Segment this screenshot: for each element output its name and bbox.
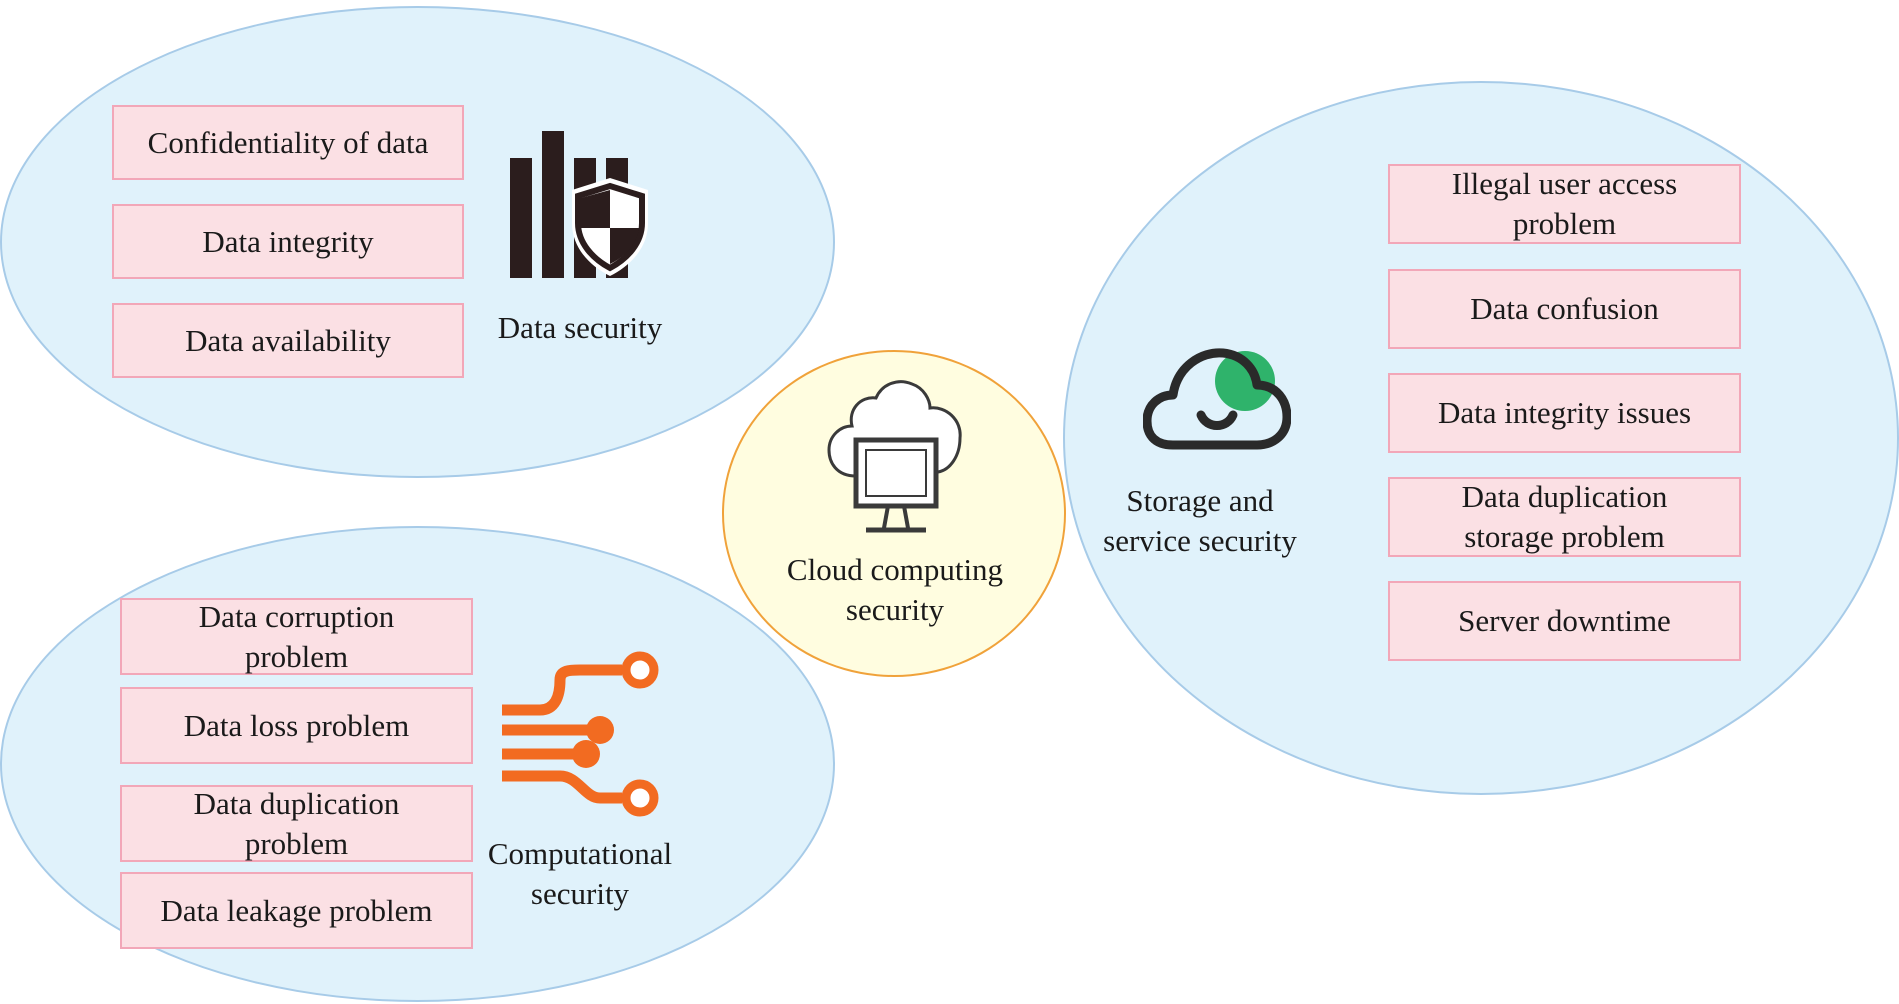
item-label: Data duplication storage problem: [1461, 479, 1668, 554]
storage-item: Data confusion: [1388, 269, 1741, 349]
circuit-icon: [502, 651, 659, 817]
item-label: Server downtime: [1458, 603, 1671, 638]
bars-shield-icon: [510, 131, 648, 278]
computational-item: Data corruption problem: [120, 598, 473, 675]
storage-security-label: Storage and service security: [1103, 483, 1297, 558]
item-label: Data integrity: [202, 223, 374, 259]
item-label: Data loss problem: [183, 707, 410, 743]
storage-item: Illegal user access problem: [1388, 164, 1741, 244]
cloud-computer-icon: [827, 380, 962, 533]
item-label: Confidentiality of data: [147, 124, 429, 160]
computational-item: Data leakage problem: [120, 872, 473, 949]
storage-item: Data integrity issues: [1388, 373, 1741, 453]
center-label: Cloud computing security: [786, 552, 1004, 627]
item-label: Data integrity issues: [1437, 395, 1692, 430]
data-security-item: Data availability: [112, 303, 464, 378]
computational-item: Data loss problem: [120, 687, 473, 764]
item-label: Data leakage problem: [160, 892, 433, 928]
cloud-icon: [1143, 348, 1291, 450]
storage-item: Server downtime: [1388, 581, 1741, 661]
item-label: Illegal user access problem: [1451, 166, 1678, 241]
item-label: Data confusion: [1470, 291, 1659, 326]
item-label: Data availability: [185, 322, 391, 358]
item-label: Data corruption problem: [198, 598, 395, 674]
data-security-item: Confidentiality of data: [112, 105, 464, 180]
data-security-label: Data security: [497, 310, 663, 345]
storage-item: Data duplication storage problem: [1388, 477, 1741, 557]
item-label: Data duplication problem: [193, 785, 400, 861]
computational-item: Data duplication problem: [120, 785, 473, 862]
data-security-item: Data integrity: [112, 204, 464, 279]
computational-security-label: Computational security: [487, 836, 673, 911]
